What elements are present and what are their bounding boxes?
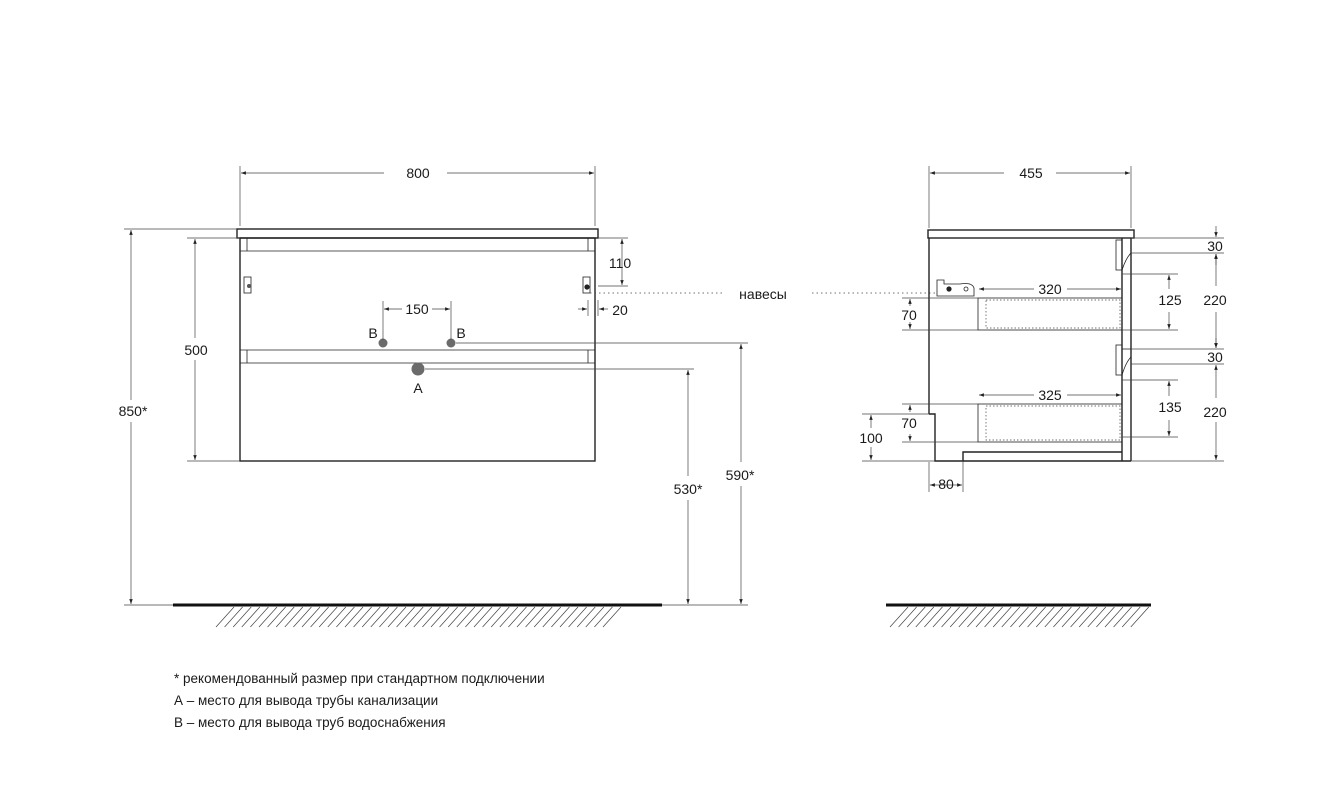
dim-supply-height: 590* bbox=[726, 467, 755, 483]
front-floor-hatch bbox=[215, 606, 622, 628]
side-countertop bbox=[927, 229, 1135, 239]
dim-depth: 455 bbox=[1019, 165, 1043, 181]
supply-pipe-right-icon bbox=[446, 338, 456, 348]
note-recommended: * рекомендованный размер при стандартном… bbox=[174, 671, 545, 686]
dim-cutout-depth: 80 bbox=[938, 476, 954, 492]
dim-drawer1-depth: 320 bbox=[1038, 281, 1062, 297]
note-supply: В – место для вывода труб водоснабжения bbox=[174, 715, 446, 730]
front-cabinet-body bbox=[239, 237, 596, 462]
drawer-bottom bbox=[977, 403, 1123, 443]
dim-drawer1-offset: 70 bbox=[901, 307, 917, 323]
dim-cutout-height: 100 bbox=[859, 430, 883, 446]
dim-front-height-2: 220 bbox=[1203, 404, 1227, 420]
dim-total-height: 850* bbox=[119, 403, 148, 419]
dim-drawer2-depth: 325 bbox=[1038, 387, 1062, 403]
front-countertop bbox=[236, 228, 599, 239]
side-floor-hatch bbox=[889, 606, 1150, 628]
dim-drawer2-height: 135 bbox=[1158, 399, 1182, 415]
front-view: 800 850* 500 110 навесы 20 150 B bbox=[119, 165, 938, 628]
dim-hinge-offset: 20 bbox=[612, 302, 628, 318]
hinge-bracket-icon bbox=[936, 279, 975, 297]
side-view: 455 320 325 70 70 100 80 bbox=[859, 165, 1227, 628]
drain-label: A bbox=[413, 380, 423, 396]
handle-top-icon bbox=[1115, 239, 1132, 271]
hinges-label: навесы bbox=[739, 286, 787, 302]
supply-label-right: B bbox=[456, 325, 465, 341]
dim-pipe-spacing: 150 bbox=[405, 301, 429, 317]
drain-pipe-icon bbox=[411, 362, 425, 376]
dim-gap-top-2: 30 bbox=[1207, 349, 1223, 365]
dim-width: 800 bbox=[406, 165, 430, 181]
dim-drawer1-height: 125 bbox=[1158, 292, 1182, 308]
hinge-left-icon bbox=[243, 276, 252, 294]
supply-label-left: B bbox=[368, 325, 377, 341]
drawer-top bbox=[977, 297, 1123, 331]
note-drain: А – место для вывода трубы канализации bbox=[174, 693, 439, 708]
hinge-right-icon bbox=[582, 276, 591, 294]
dim-drain-height: 530* bbox=[674, 481, 703, 497]
dim-top-offset: 110 bbox=[609, 255, 632, 271]
dim-gap-top-1: 30 bbox=[1207, 238, 1223, 254]
dim-cabinet-height: 500 bbox=[184, 342, 208, 358]
supply-pipe-left-icon bbox=[378, 338, 388, 348]
handle-bottom-icon bbox=[1115, 344, 1132, 376]
dim-drawer2-offset: 70 bbox=[901, 415, 917, 431]
dim-front-height-1: 220 bbox=[1203, 292, 1227, 308]
